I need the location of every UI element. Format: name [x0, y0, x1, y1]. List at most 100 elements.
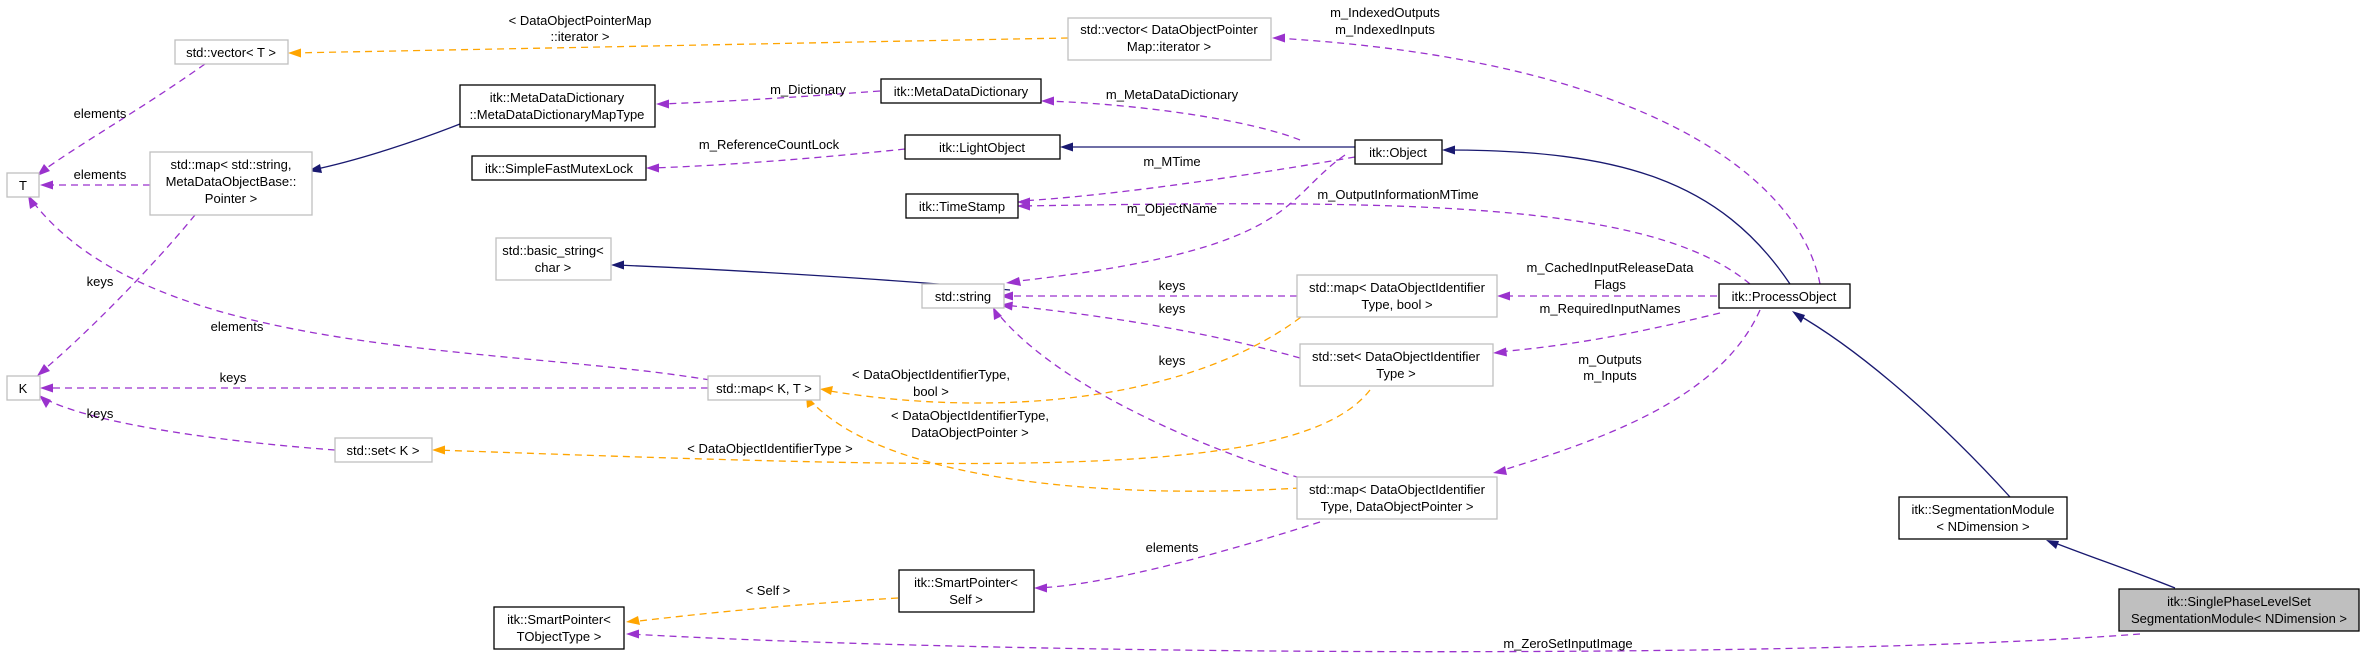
edge-label-self: < Self >	[746, 583, 791, 598]
edge-m-mtime: m_MTime	[1017, 154, 1356, 207]
node-timestamp[interactable]: itk::TimeStamp	[905, 193, 1019, 219]
node-label: TObjectType >	[517, 629, 602, 644]
edge-mapbool-keys-string: keys	[1000, 278, 1297, 301]
node-std-string[interactable]: std::string	[921, 283, 1005, 309]
edge-template-sp-self: < Self >	[626, 583, 899, 625]
node-std-map-string-metadataobjectbase[interactable]: std::map< std::string, MetaDataObjectBas…	[149, 151, 313, 216]
node-set-dataobjectidentifier[interactable]: std::set< DataObjectIdentifier Type >	[1299, 343, 1494, 387]
node-label: ::MetaDataDictionaryMapType	[470, 107, 645, 122]
node-label: itk::SmartPointer<	[914, 575, 1018, 590]
edge-label-cached-2: Flags	[1594, 277, 1626, 292]
edge-m-cachedinputreleasedataflags: m_CachedInputReleaseData Flags	[1497, 260, 1717, 301]
node-singlephaselevelset-segmentationmodule[interactable]: itk::SinglePhaseLevelSet SegmentationMod…	[2118, 588, 2360, 632]
edge-label-refcountlock: m_ReferenceCountLock	[699, 137, 840, 152]
node-label: MetaDataObjectBase::	[166, 174, 297, 189]
edge-mapptr-elements-sp: elements	[1034, 521, 1321, 593]
edge-label-sp-elements: elements	[1146, 540, 1199, 555]
node-label: itk::SimpleFastMutexLock	[485, 161, 634, 176]
node-processobject[interactable]: itk::ProcessObject	[1718, 283, 1851, 309]
node-label: char >	[535, 260, 572, 275]
node-itk-object[interactable]: itk::Object	[1354, 139, 1443, 165]
node-map-dataobjectidentifier-bool[interactable]: std::map< DataObjectIdentifier Type, boo…	[1296, 274, 1498, 318]
node-label: K	[19, 381, 28, 396]
node-label: Map::iterator >	[1127, 39, 1211, 54]
edge-indexed-outputs: m_IndexedOutputs m_IndexedInputs	[1272, 5, 1821, 285]
node-smartpointer-self[interactable]: itk::SmartPointer< Self >	[898, 569, 1035, 613]
edge-label-outputinfo: m_OutputInformationMTime	[1317, 187, 1478, 202]
node-label: itk::MetaDataDictionary	[490, 90, 625, 105]
edge-m-outputs-inputs: m_Outputs m_Inputs	[1493, 309, 1761, 475]
edge-map-elements: elements	[40, 167, 150, 190]
node-metadatadictionary[interactable]: itk::MetaDataDictionary	[880, 78, 1042, 104]
edge-label-keys-ptr: keys	[1159, 353, 1186, 368]
edge-setid-keys-string: keys	[1000, 301, 1301, 359]
edge-label-keys-bool: keys	[1159, 278, 1186, 293]
node-t[interactable]: T	[6, 172, 40, 198]
node-label: std::map< DataObjectIdentifier	[1309, 280, 1486, 295]
edge-singlephase-inherits-segmodule	[2046, 540, 2176, 589]
node-simplefastmutexlock[interactable]: itk::SimpleFastMutexLock	[471, 155, 647, 181]
node-label: std::map< K, T >	[716, 381, 812, 396]
node-label: std::map< std::string,	[170, 157, 291, 172]
node-label: Type, DataObjectPointer >	[1321, 499, 1474, 514]
edge-maptype-inherits-map	[308, 121, 466, 173]
node-label: std::vector< T >	[186, 45, 276, 60]
edge-setk-keys-K: keys	[39, 395, 336, 451]
node-smartpointer-tobjecttype[interactable]: itk::SmartPointer< TObjectType >	[493, 606, 625, 650]
edge-label-dictionary: m_Dictionary	[770, 82, 846, 97]
node-k[interactable]: K	[6, 375, 41, 401]
node-label: std::string	[935, 289, 991, 304]
node-std-map-k-t[interactable]: std::map< K, T >	[707, 375, 821, 401]
edge-m-dictionary: m_Dictionary	[656, 82, 881, 109]
edge-label-tpl-ptr-1: < DataObjectIdentifierType,	[891, 408, 1049, 423]
edge-label-keys-setk: keys	[87, 406, 114, 421]
edge-label-indexed-1: m_IndexedOutputs	[1330, 5, 1440, 20]
edge-label-map-elements: elements	[74, 167, 127, 182]
edge-label-iterator-2: ::iterator >	[551, 29, 610, 44]
node-label: std::vector< DataObjectPointer	[1080, 22, 1258, 37]
edge-label-metadatadictionary: m_MetaDataDictionary	[1106, 87, 1239, 102]
edge-m-objectname: m_ObjectName	[1006, 154, 1346, 286]
edge-template-setid-setk: < DataObjectIdentifierType >	[432, 389, 1371, 465]
edge-label-vector-elements: elements	[74, 106, 127, 121]
node-label: std::set< K >	[347, 443, 420, 458]
edge-label-tpl-bool-1: < DataObjectIdentifierType,	[852, 367, 1010, 382]
node-label: itk::SinglePhaseLevelSet	[2167, 594, 2311, 609]
node-std-vector-dataobjectpointermap-iterator[interactable]: std::vector< DataObjectPointer Map::iter…	[1067, 17, 1272, 61]
node-map-dataobjectidentifier-pointer[interactable]: std::map< DataObjectIdentifier Type, Dat…	[1296, 476, 1498, 520]
node-label: Pointer >	[205, 191, 257, 206]
edge-mapkt-keys-K: keys	[40, 370, 708, 393]
node-metadatadictionarymaptype[interactable]: itk::MetaDataDictionary ::MetaDataDictio…	[459, 84, 656, 128]
node-label: SegmentationModule< NDimension >	[2131, 611, 2347, 626]
edge-template-mapptr-mapkt: < DataObjectIdentifierType, DataObjectPo…	[806, 395, 1301, 492]
edge-m-referencecountlock: m_ReferenceCountLock	[646, 137, 906, 173]
edge-label-tpl-bool-2: bool >	[913, 384, 949, 399]
node-segmentationmodule[interactable]: itk::SegmentationModule < NDimension >	[1898, 496, 2068, 540]
edge-mapkt-elements-T: elements	[28, 195, 711, 381]
node-label: itk::ProcessObject	[1732, 289, 1837, 304]
node-std-vector-t[interactable]: std::vector< T >	[174, 39, 289, 65]
node-std-set-k[interactable]: std::set< K >	[334, 437, 433, 463]
node-label: std::basic_string<	[502, 243, 604, 258]
node-label: std::set< DataObjectIdentifier	[1312, 349, 1481, 364]
edge-label-required: m_RequiredInputNames	[1540, 301, 1681, 316]
edge-label-keys-mapkt: keys	[220, 370, 247, 385]
node-label: itk::SegmentationModule	[1911, 502, 2054, 517]
node-label: std::map< DataObjectIdentifier	[1309, 482, 1486, 497]
edge-label-tpl-ptr-2: DataObjectPointer >	[911, 425, 1028, 440]
edge-map-string-keys-K: keys	[37, 214, 196, 376]
edge-segmodule-inherits-processobject	[1792, 311, 2011, 498]
edge-object-inherits-lightobject	[1060, 142, 1355, 152]
node-label: itk::SmartPointer<	[507, 612, 611, 627]
edge-iterator-to-vector: < DataObjectPointerMap ::iterator >	[288, 13, 1069, 58]
node-lightobject[interactable]: itk::LightObject	[904, 134, 1061, 160]
edge-label-outputs-1: m_Outputs	[1578, 352, 1642, 367]
edge-processobject-inherits-object	[1442, 145, 1791, 285]
edge-m-outputinformationmtime: m_OutputInformationMTime	[1017, 187, 1751, 285]
node-basic-string[interactable]: std::basic_string< char >	[495, 237, 612, 281]
node-label: T	[19, 178, 27, 193]
edge-m-zerosetinputimage: m_ZeroSetInputImage	[626, 629, 2141, 653]
edge-label-outputs-2: m_Inputs	[1583, 368, 1637, 383]
node-label: itk::Object	[1369, 145, 1427, 160]
